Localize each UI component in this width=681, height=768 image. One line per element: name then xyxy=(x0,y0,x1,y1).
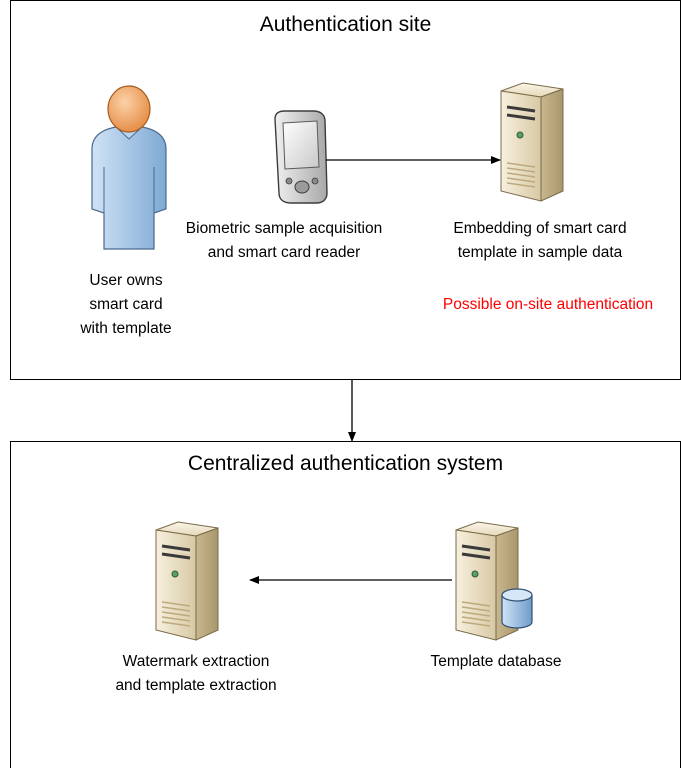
extraction-label-line-2: and template extraction xyxy=(115,677,277,694)
user-label-line-2: smart card xyxy=(89,296,163,313)
user-label-line-3: with template xyxy=(80,320,172,337)
onsite-authentication-note: Possible on-site authentication xyxy=(442,296,654,313)
database-icon xyxy=(501,588,533,629)
reader-label: Biometric sample acquisition and smart c… xyxy=(169,217,399,265)
authentication-site-title: Authentication site xyxy=(259,13,432,36)
user-label-line-1: User owns xyxy=(89,272,163,289)
person-icon xyxy=(91,85,167,250)
embed-label-line-1: Embedding of smart card xyxy=(453,220,627,237)
embed-label: Embedding of smart card template in samp… xyxy=(425,217,655,265)
reader-label-line-2: and smart card reader xyxy=(207,244,361,261)
centralized-system-title: Centralized authentication system xyxy=(187,452,504,475)
extraction-label-line-1: Watermark extraction xyxy=(122,653,270,670)
reader-label-line-1: Biometric sample acquisition xyxy=(185,220,383,237)
embed-label-line-2: template in sample data xyxy=(457,244,623,261)
authentication-site-panel: Authentication site User owns smart card… xyxy=(10,0,681,380)
template-database-label: Template database xyxy=(430,653,562,670)
pda-icon xyxy=(274,110,328,204)
user-label: User owns smart card with template xyxy=(51,269,201,341)
extraction-label: Watermark extraction and template extrac… xyxy=(91,650,301,698)
